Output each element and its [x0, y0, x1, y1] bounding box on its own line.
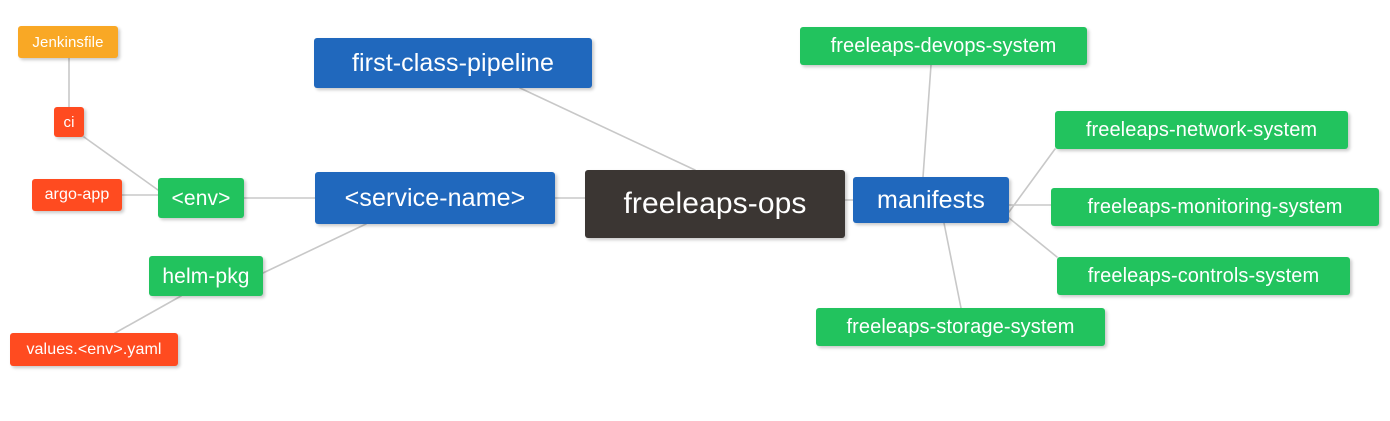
node-freeleaps-network-system[interactable]: freeleaps-network-system [1055, 111, 1348, 149]
node-freeleaps-ops[interactable]: freeleaps-ops [585, 170, 845, 238]
edge-manifests-to-freeleaps-controls-system [1008, 217, 1058, 258]
edge-manifests-to-freeleaps-network-system [1008, 148, 1056, 213]
node-ci[interactable]: ci [54, 107, 84, 137]
node-manifests[interactable]: manifests [853, 177, 1009, 223]
node-freeleaps-devops-system[interactable]: freeleaps-devops-system [800, 27, 1087, 65]
edge-helm-pkg-to-values-yaml [114, 295, 182, 334]
edge-service-name-to-helm-pkg [262, 223, 367, 274]
node-env[interactable]: <env> [158, 178, 244, 218]
node-freeleaps-monitoring-system[interactable]: freeleaps-monitoring-system [1051, 188, 1379, 226]
node-freeleaps-storage-system[interactable]: freeleaps-storage-system [816, 308, 1105, 346]
node-argo-app[interactable]: argo-app [32, 179, 122, 211]
node-helm-pkg[interactable]: helm-pkg [149, 256, 263, 296]
node-values-yaml[interactable]: values.<env>.yaml [10, 333, 178, 366]
node-jenkinsfile[interactable]: Jenkinsfile [18, 26, 118, 58]
edge-freeleaps-ops-to-first-class-pipeline [519, 87, 696, 171]
node-service-name[interactable]: <service-name> [315, 172, 555, 224]
edge-manifests-to-freeleaps-devops-system [922, 64, 932, 178]
node-freeleaps-controls-system[interactable]: freeleaps-controls-system [1057, 257, 1350, 295]
edge-manifests-to-freeleaps-storage-system [943, 222, 962, 309]
node-first-class-pipeline[interactable]: first-class-pipeline [314, 38, 592, 88]
